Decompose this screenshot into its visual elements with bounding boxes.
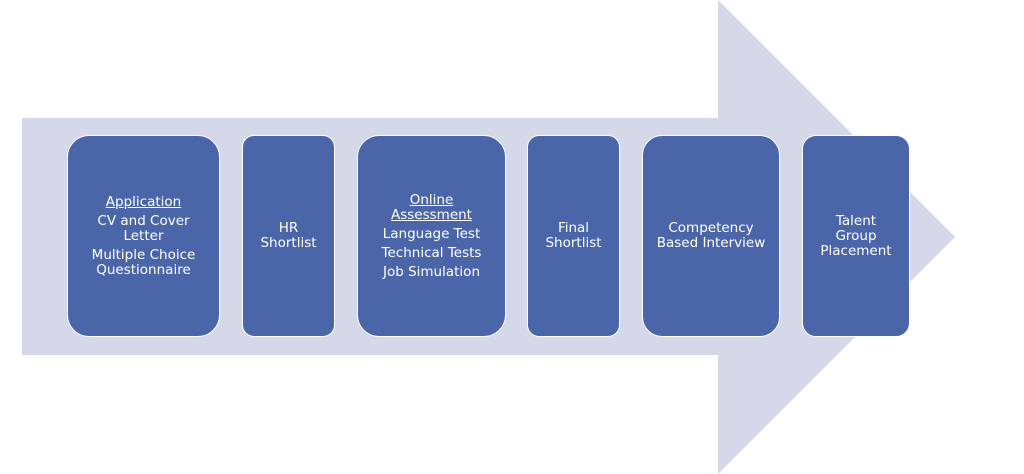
step-line: Job Simulation <box>382 263 480 280</box>
step-line: Multiple Choice <box>91 246 196 263</box>
step-online-assessment: Online Assessment Language Test Technica… <box>357 135 506 337</box>
step-heading: Online <box>409 191 454 208</box>
step-line: Group <box>835 227 877 244</box>
step-competency-interview: Competency Based Interview <box>642 135 780 337</box>
step-heading: Assessment <box>391 206 472 223</box>
step-line: Placement <box>820 242 892 259</box>
step-line: Language Test <box>382 225 481 242</box>
step-talent-group-placement: Talent Group Placement <box>802 135 910 337</box>
step-line: Shortlist <box>545 235 602 251</box>
step-line: Final <box>557 220 590 236</box>
step-line: Letter <box>123 227 164 244</box>
step-line: Technical Tests <box>381 244 482 261</box>
step-heading: Application <box>105 193 182 210</box>
step-line: Talent <box>835 212 877 229</box>
step-final-shortlist: Final Shortlist <box>527 135 620 337</box>
step-line: CV and Cover <box>97 212 190 229</box>
step-line: Based Interview <box>656 235 766 251</box>
step-application: Application CV and Cover Letter Multiple… <box>67 135 220 337</box>
step-line: Questionnaire <box>96 261 191 278</box>
step-line: HR <box>278 220 299 236</box>
step-line: Competency <box>668 220 754 236</box>
step-hr-shortlist: HR Shortlist <box>242 135 335 337</box>
step-line: Shortlist <box>260 235 317 251</box>
